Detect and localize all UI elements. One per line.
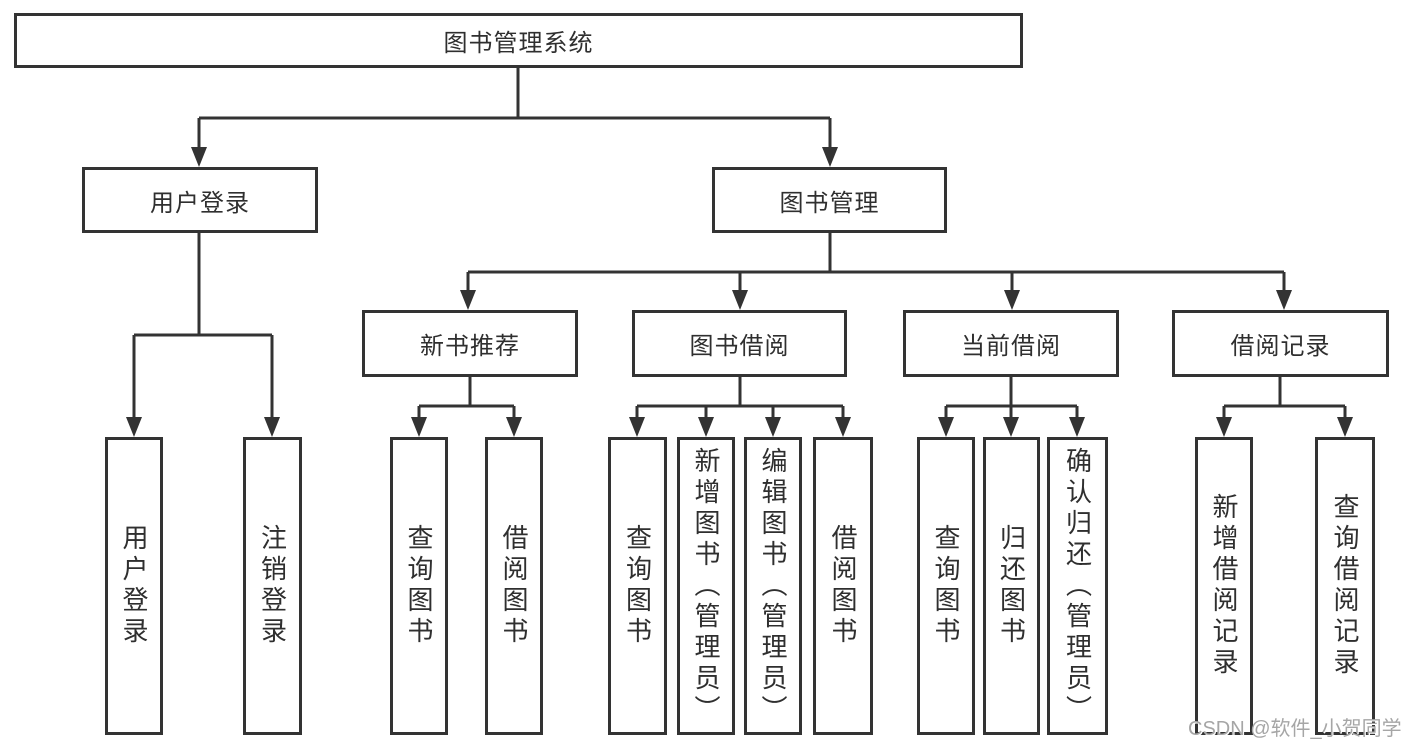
leaf-query-books-current: 查询图书 <box>917 437 975 735</box>
node-root-system: 图书管理系统 <box>14 13 1023 68</box>
connector-root-to-level2 <box>197 68 832 152</box>
leaf-query-borrow-record: 查询借阅记录 <box>1315 437 1375 735</box>
connector-user-login-to-leaves <box>132 233 274 422</box>
node-current-borrowing: 当前借阅 <box>903 310 1119 377</box>
connector-book-mgmt-to-level3 <box>466 233 1286 295</box>
leaf-confirm-return-admin: 确认归还（管理员） <box>1047 437 1108 735</box>
node-borrowing-records: 借阅记录 <box>1172 310 1389 377</box>
leaf-query-books-borrowing: 查询图书 <box>608 437 667 735</box>
leaf-borrow-books-recommend: 借阅图书 <box>485 437 543 735</box>
connector-borrow-records-to-leaves <box>1222 377 1347 422</box>
node-user-login: 用户登录 <box>82 167 318 233</box>
leaf-borrow-books-borrowing: 借阅图书 <box>813 437 873 735</box>
leaf-user-login: 用户登录 <box>105 437 163 735</box>
node-book-borrowing: 图书借阅 <box>632 310 847 377</box>
leaf-edit-book-admin: 编辑图书（管理员） <box>744 437 802 735</box>
leaf-add-borrow-record: 新增借阅记录 <box>1195 437 1253 735</box>
connector-new-book-to-leaves <box>417 377 516 422</box>
leaf-logout: 注销登录 <box>243 437 302 735</box>
csdn-watermark: CSDN @软件_小贺同学 <box>1188 718 1402 740</box>
leaf-add-book-admin: 新增图书（管理员） <box>677 437 735 735</box>
node-new-book-recommend: 新书推荐 <box>362 310 578 377</box>
leaf-return-book: 归还图书 <box>983 437 1040 735</box>
connector-book-borrow-to-leaves <box>635 377 845 422</box>
connector-current-borrow-to-leaves <box>944 377 1079 422</box>
node-book-management: 图书管理 <box>712 167 947 233</box>
leaf-query-books-recommend: 查询图书 <box>390 437 448 735</box>
